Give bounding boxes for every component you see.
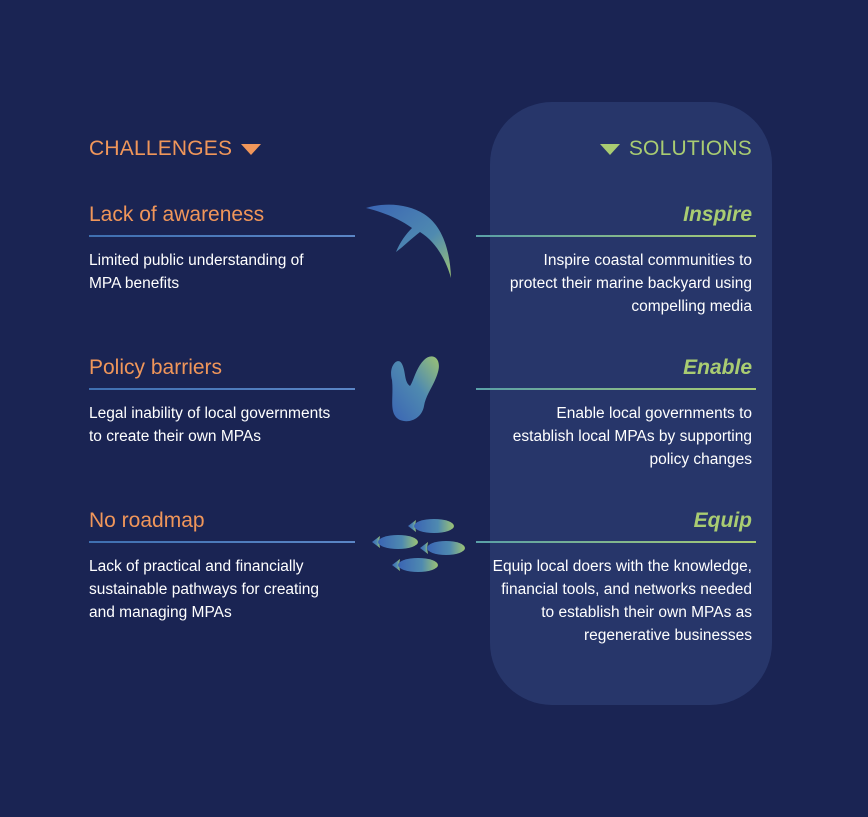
solutions-panel (490, 102, 772, 705)
solution-title-inspire: Inspire (683, 203, 752, 226)
solutions-header: SOLUTIONS (599, 137, 752, 161)
challenge-title-policy: Policy barriers (89, 356, 223, 379)
fish-school-icon (372, 519, 465, 572)
challenges-header-label: CHALLENGES (89, 137, 233, 160)
challenge-desc-policy: Legal inability of local governments to … (89, 405, 331, 445)
triangle-down-icon (599, 143, 620, 155)
solution-title-enable: Enable (683, 356, 752, 379)
solutions-header-label: SOLUTIONS (628, 137, 752, 160)
solution-divider (476, 541, 756, 543)
seaweed-icon (391, 356, 439, 422)
challenge-divider (89, 541, 355, 543)
solution-title-equip: Equip (693, 509, 752, 532)
challenge-divider (89, 235, 355, 237)
triangle-down-icon (241, 143, 262, 155)
challenge-desc-awareness: Limited public understanding of MPA bene… (89, 252, 304, 292)
solution-desc-enable: Enable local governments to establish lo… (512, 405, 752, 468)
challenge-divider (89, 388, 355, 390)
solution-divider (476, 388, 756, 390)
challenge-title-roadmap: No roadmap (89, 509, 205, 532)
challenge-title-awareness: Lack of awareness (89, 203, 265, 226)
bird-icon (366, 204, 451, 278)
solution-desc-equip: Equip local doers with the knowledge, fi… (492, 558, 752, 644)
challenge-desc-roadmap: Lack of practical and financially sustai… (89, 558, 320, 621)
challenges-header: CHALLENGES (89, 137, 262, 161)
solution-divider (476, 235, 756, 237)
solution-desc-inspire: Inspire coastal communities to protect t… (509, 252, 752, 315)
